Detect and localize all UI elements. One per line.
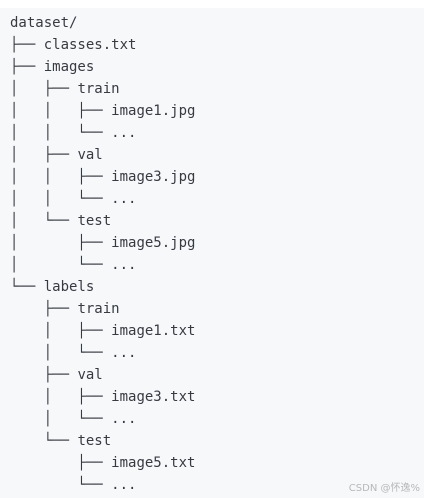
tree-line: │ ├── image1.txt	[10, 320, 424, 342]
tree-prefix: │ │ └──	[10, 125, 112, 141]
tree-file-name: image5.jpg	[111, 235, 196, 251]
tree-prefix: │ └──	[10, 213, 78, 229]
tree-line-root: dataset/	[10, 12, 424, 34]
tree-prefix: │ │ ├──	[10, 103, 112, 119]
tree-ellipsis: ...	[111, 257, 137, 273]
tree-prefix: ├──	[10, 367, 78, 383]
tree-folder-name: images	[43, 59, 95, 75]
tree-root-name: dataset/	[10, 15, 78, 31]
tree-folder-name: train	[77, 81, 120, 97]
tree-line: └── labels	[10, 276, 424, 298]
watermark: CSDN @怀逸%	[348, 483, 420, 494]
tree-folder-name: val	[77, 367, 103, 383]
tree-prefix: │ │ ├──	[10, 169, 112, 185]
tree-prefix: ├──	[10, 59, 44, 75]
tree-prefix: │ ├──	[10, 147, 78, 163]
directory-tree: dataset/ ├── classes.txt ├── images │ ├─…	[10, 12, 424, 496]
tree-ellipsis: ...	[111, 477, 137, 493]
tree-ellipsis: ...	[111, 345, 137, 361]
tree-folder-name: test	[77, 213, 112, 229]
tree-prefix: └──	[10, 433, 78, 449]
tree-line: └── test	[10, 430, 424, 452]
tree-line: ├── val	[10, 364, 424, 386]
tree-file-name: image3.txt	[111, 389, 196, 405]
tree-file-name: image1.jpg	[111, 103, 196, 119]
tree-line: ├── image5.txt	[10, 452, 424, 474]
tree-folder-name: val	[77, 147, 103, 163]
tree-line: │ │ ├── image3.jpg	[10, 166, 424, 188]
tree-prefix: │ ├──	[10, 389, 112, 405]
tree-folder-name: train	[77, 301, 120, 317]
tree-line: │ ├── val	[10, 144, 424, 166]
tree-line: │ │ └── ...	[10, 188, 424, 210]
tree-line: │ └── ...	[10, 342, 424, 364]
tree-prefix: ├──	[10, 455, 112, 471]
tree-line: │ ├── image5.jpg	[10, 232, 424, 254]
tree-ellipsis: ...	[111, 125, 137, 141]
tree-line: ├── images	[10, 56, 424, 78]
tree-file-name: classes.txt	[43, 37, 137, 53]
tree-prefix: │ └──	[10, 411, 112, 427]
tree-prefix: ├──	[10, 37, 44, 53]
tree-folder-name: labels	[43, 279, 95, 295]
tree-prefix: │ ├──	[10, 323, 112, 339]
tree-prefix: ├──	[10, 301, 78, 317]
tree-prefix: │ └──	[10, 257, 112, 273]
tree-line: │ └── ...	[10, 408, 424, 430]
tree-line: ├── train	[10, 298, 424, 320]
tree-prefix: └──	[10, 279, 44, 295]
tree-prefix: │ └──	[10, 345, 112, 361]
tree-line: ├── classes.txt	[10, 34, 424, 56]
tree-line: │ └── ...	[10, 254, 424, 276]
tree-prefix: │ │ └──	[10, 191, 112, 207]
tree-prefix: │ ├──	[10, 81, 78, 97]
tree-ellipsis: ...	[111, 191, 137, 207]
tree-line: │ ├── train	[10, 78, 424, 100]
tree-line: │ ├── image3.txt	[10, 386, 424, 408]
tree-ellipsis: ...	[111, 411, 137, 427]
tree-folder-name: test	[77, 433, 112, 449]
tree-prefix: │ ├──	[10, 235, 112, 251]
tree-line: │ └── test	[10, 210, 424, 232]
tree-line: │ │ └── ...	[10, 122, 424, 144]
tree-file-name: image1.txt	[111, 323, 196, 339]
tree-file-name: image5.txt	[111, 455, 196, 471]
tree-line: │ │ ├── image1.jpg	[10, 100, 424, 122]
tree-prefix: └──	[10, 477, 112, 493]
tree-file-name: image3.jpg	[111, 169, 196, 185]
code-block: dataset/ ├── classes.txt ├── images │ ├─…	[0, 8, 424, 498]
tree-line: └── ...	[10, 474, 424, 496]
